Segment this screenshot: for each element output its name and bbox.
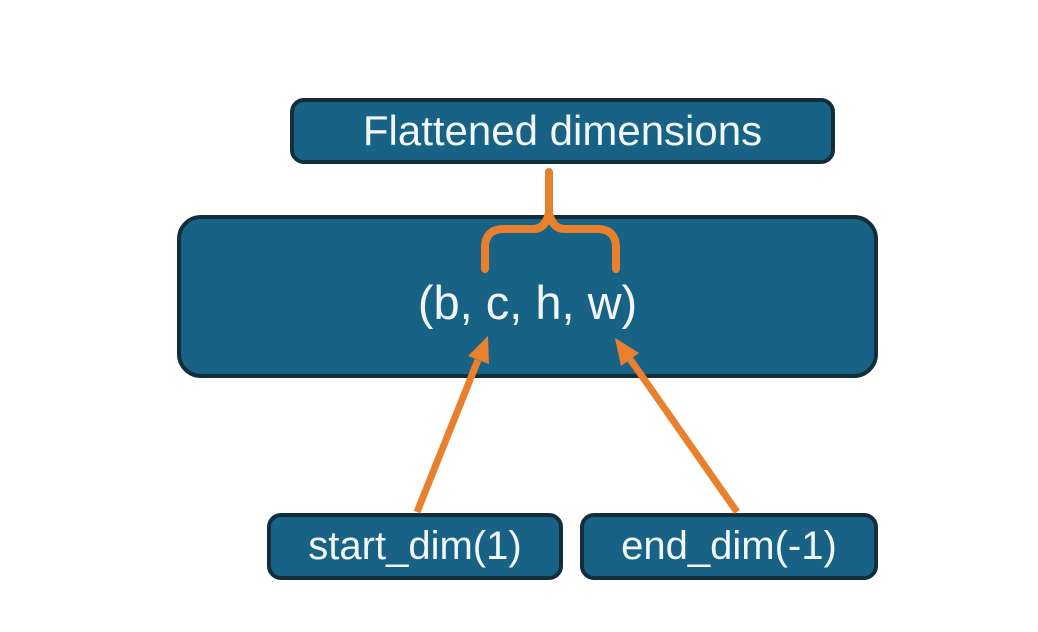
node-start-dim: start_dim(1) <box>267 513 563 580</box>
end-dim-arrow-line <box>627 356 740 515</box>
node-tensor-shape: (b, c, h, w) <box>177 215 878 378</box>
start-dim-arrow-line <box>413 358 482 514</box>
node-end-dim: end_dim(-1) <box>580 513 878 580</box>
node-start-dim-label: start_dim(1) <box>308 524 522 568</box>
node-flattened-dimensions: Flattened dimensions <box>290 98 835 164</box>
node-end-dim-label: end_dim(-1) <box>621 524 837 568</box>
node-tensor-shape-label: (b, c, h, w) <box>417 276 638 329</box>
node-flattened-dimensions-label: Flattened dimensions <box>362 107 763 154</box>
